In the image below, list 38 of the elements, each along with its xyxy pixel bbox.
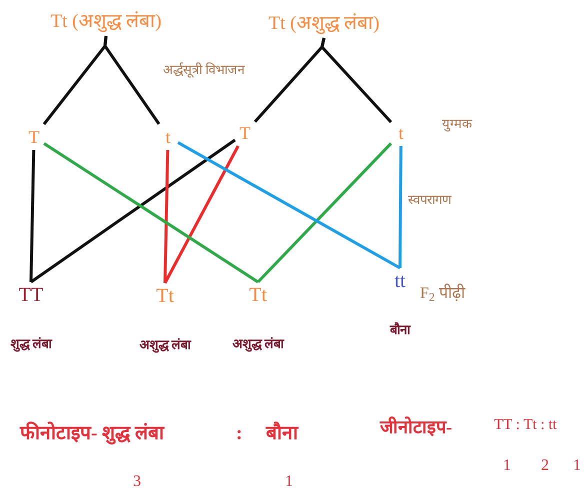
connector-line xyxy=(164,150,170,284)
ratio-number: 2 xyxy=(541,456,549,476)
connector-line xyxy=(30,150,36,282)
process-label: स्वपरागण xyxy=(408,191,451,209)
connector-line xyxy=(177,141,401,270)
phenotype-caption: बौना xyxy=(390,321,410,339)
phenotype-label: बौना xyxy=(266,420,298,446)
genotype-label: Tt xyxy=(147,283,183,309)
ratio-separator: : xyxy=(236,422,242,446)
phenotype-label: फीनोटाइप- शुद्ध लंबा xyxy=(20,420,164,446)
gamete-heading: युग्मक xyxy=(442,115,472,134)
process-label: अर्द्धसूत्री विभाजन xyxy=(163,61,244,80)
genotype-label: TT xyxy=(13,282,49,308)
phenotype-caption: अशुद्ध लंबा xyxy=(139,336,191,354)
connector-line xyxy=(398,146,402,268)
connector-line xyxy=(103,36,160,125)
phenotype-caption: शुद्ध लंबा xyxy=(10,335,52,354)
genotype-heading: जीनोटाइप- xyxy=(380,416,452,439)
genotype-label: Tt xyxy=(240,282,276,308)
gamete-label: t xyxy=(160,126,176,148)
gamete-label: T xyxy=(26,126,42,148)
connector-line xyxy=(256,142,392,284)
connector-line xyxy=(43,142,259,284)
ratio-number: 1 xyxy=(503,456,511,476)
parent-label: Tt (अशुद्ध लंबा) xyxy=(40,6,172,36)
genotype-ratio: TT : Tt : tt xyxy=(494,416,557,435)
generation-label: F$_{2}$ पीढ़ी xyxy=(420,282,465,306)
connector-line xyxy=(30,138,236,284)
genotype-label: tt xyxy=(382,268,418,294)
connector-line xyxy=(164,145,240,284)
ratio-number: 3 xyxy=(133,472,141,492)
ratio-number: 1 xyxy=(573,456,581,476)
connector-line xyxy=(320,38,392,124)
ratio-number: 1 xyxy=(285,472,293,492)
phenotype-caption: अशुद्ध लंबा xyxy=(232,335,284,354)
parent-label: Tt (अशुद्ध लंबा) xyxy=(258,8,390,38)
gamete-label: T xyxy=(237,122,253,144)
gamete-label: t xyxy=(393,122,409,144)
